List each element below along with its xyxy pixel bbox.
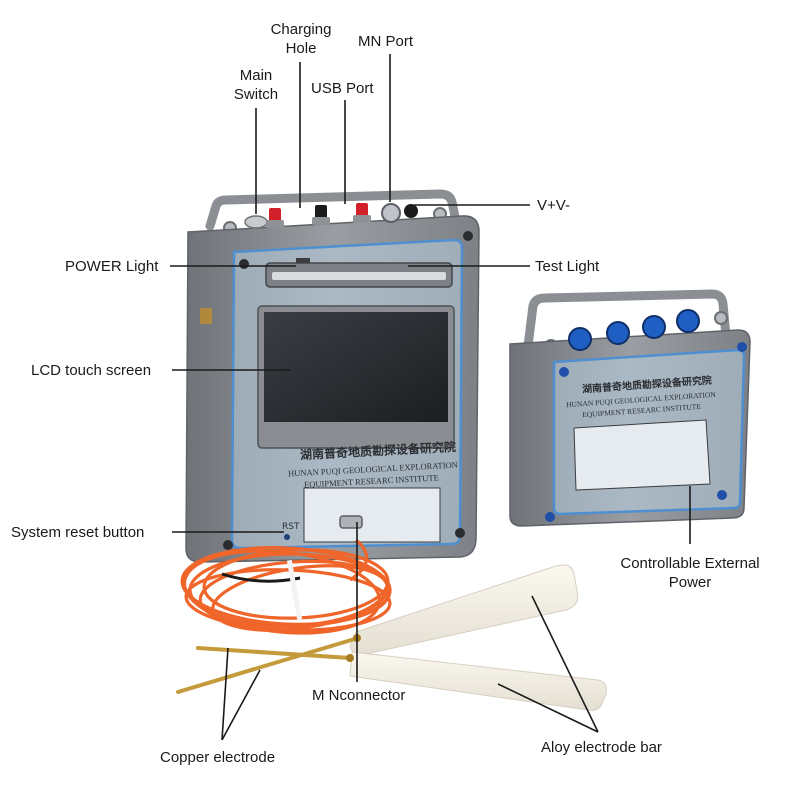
power-light [296, 258, 310, 263]
cable-tie [286, 559, 303, 620]
label-system-reset-button: System reset button [11, 524, 145, 541]
blue-connector [568, 327, 592, 351]
case-screw [559, 367, 569, 377]
case-screw [545, 512, 555, 522]
power-unit [509, 289, 751, 527]
label-main-switch-line1: Main [239, 67, 273, 84]
label-charging-hole-line2: Hole [285, 40, 317, 57]
mn-connector-plug [339, 515, 363, 529]
v-terminal [404, 204, 418, 218]
copper-electrode [196, 646, 352, 660]
lcd-screen [264, 312, 448, 422]
label-v-plus-v-minus: V+V- [537, 197, 570, 214]
red-terminal [356, 203, 368, 217]
main-switch-knob [244, 215, 268, 229]
label-power-light: POWER Light [65, 258, 159, 275]
charging-hole-terminal-base [266, 220, 284, 228]
label-controllable-external-power-line2: Power [668, 574, 712, 591]
case-screw [455, 528, 465, 538]
red-terminal-base [353, 215, 371, 223]
label-main-switch-line2: Switch [233, 86, 279, 103]
power-handle [523, 289, 731, 351]
label-charging-hole-line1: Charging [270, 21, 332, 38]
label-lcd-touch-screen: LCD touch screen [31, 362, 152, 379]
label-usb-port: USB Port [311, 80, 374, 97]
usb-port-terminal-base [312, 217, 330, 225]
case-screw [717, 490, 727, 500]
label-main-switch: Main Switch [222, 66, 290, 104]
case-screw [737, 342, 747, 352]
label-copper-electrode: Copper electrode [160, 749, 276, 766]
label-controllable-external-power-line1: Controllable External [620, 555, 760, 572]
copper-electrode [176, 636, 360, 694]
rst-label: RST [282, 522, 300, 532]
case-screw [463, 231, 473, 241]
power-label-plate [573, 419, 711, 491]
reset-button [284, 534, 290, 540]
alloy-electrode-bar [349, 651, 607, 711]
case-screw [239, 259, 249, 269]
blue-connector [676, 309, 700, 333]
label-controllable-external-power: Controllable External Power [602, 554, 778, 592]
leader-lines [170, 54, 691, 741]
copper-electrode-head [346, 654, 354, 662]
label-aloy-electrode-bar: Aloy electrode bar [541, 739, 662, 756]
label-charging-hole: Charging Hole [258, 20, 344, 58]
case-screw [223, 540, 233, 550]
label-test-light: Test Light [535, 258, 600, 275]
mn-port-connector [381, 203, 401, 223]
handle-bolt-right [714, 311, 728, 325]
side-fitting [200, 308, 212, 324]
main-handle [205, 189, 461, 231]
main-label-plate [303, 487, 441, 543]
indicator-light-slot [272, 272, 446, 280]
blue-connector [642, 315, 666, 339]
charging-hole-terminal [269, 208, 281, 222]
main-unit [185, 189, 480, 563]
usb-port-terminal [315, 205, 327, 219]
blue-connector [606, 321, 630, 345]
label-mn-port: MN Port [358, 33, 414, 50]
label-mn-connector: M Nconnector [312, 687, 406, 704]
